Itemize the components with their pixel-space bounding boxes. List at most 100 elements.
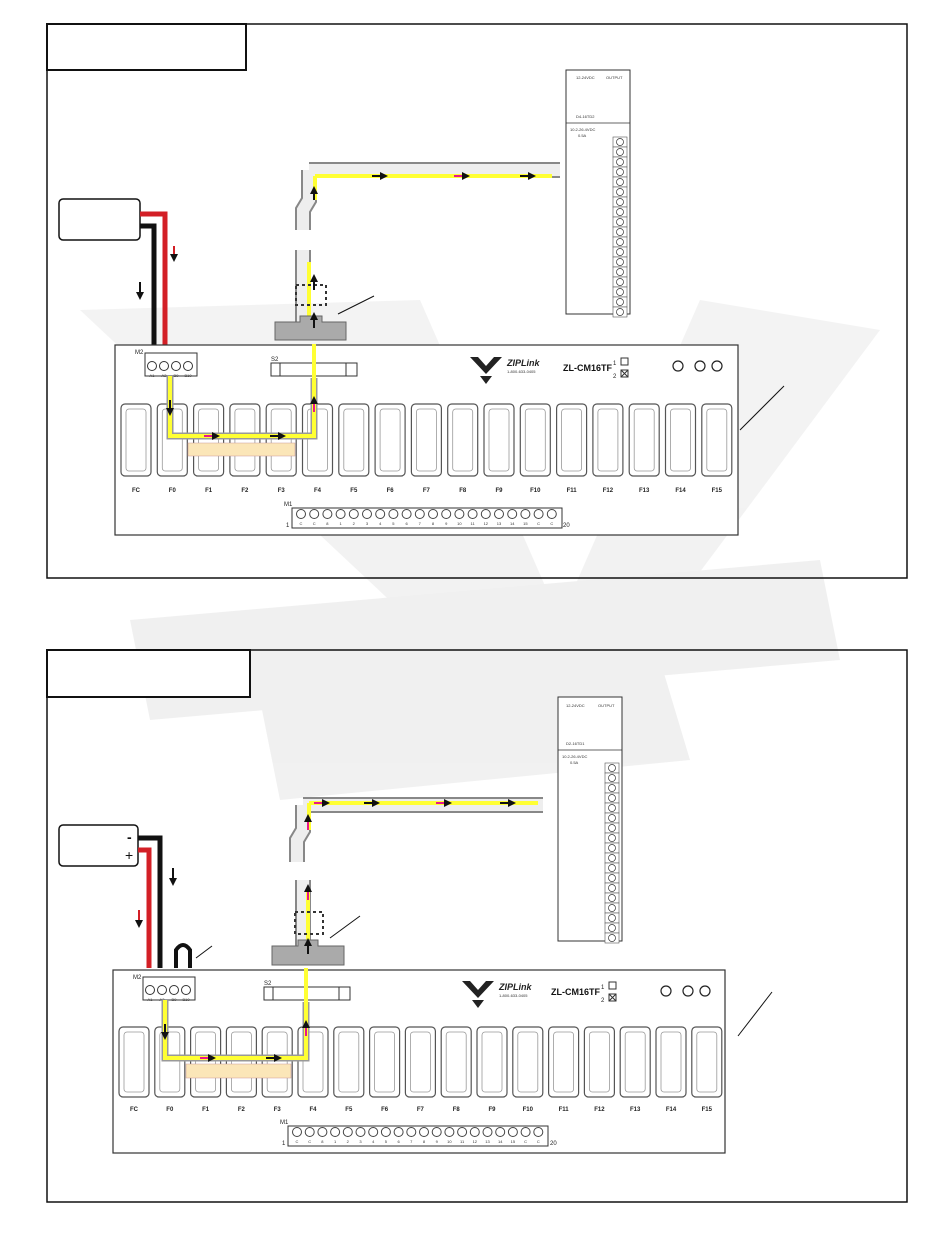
module-screw xyxy=(616,248,624,256)
fuse-holder xyxy=(410,403,442,477)
power-wires xyxy=(135,835,213,968)
connector-pin xyxy=(428,509,438,519)
connector-pin-label: C xyxy=(537,1139,540,1144)
terminal-label: A2 xyxy=(162,373,168,378)
ziplink-cable xyxy=(274,162,560,341)
fuse-label: F8 xyxy=(459,488,467,494)
model-label: ZL-CM16TF xyxy=(551,987,600,997)
jumper-wire xyxy=(174,943,192,968)
fuse-label: F9 xyxy=(488,1107,496,1113)
connector-pin xyxy=(467,509,478,519)
bottom-panel: 12-24VDC OUTPUT D2-16TD1 10.2-26.4VDC 0.… xyxy=(46,649,908,1203)
connector-pin xyxy=(322,509,333,519)
connector-pin-label: 5 xyxy=(392,521,395,526)
fuse-label: F5 xyxy=(345,1107,353,1113)
fuse-holder xyxy=(156,403,188,477)
fuse-label: F3 xyxy=(274,1107,282,1113)
connector-pin-label: C xyxy=(296,1139,299,1144)
connector-pin xyxy=(533,1127,544,1137)
svg-text:1: 1 xyxy=(282,1141,286,1147)
module-current: 0.5A xyxy=(570,760,579,765)
module-screw xyxy=(616,228,624,236)
terminal-label: A1 xyxy=(148,997,154,1002)
ziplink-cable xyxy=(271,797,543,966)
svg-text:1-800-633-0405: 1-800-633-0405 xyxy=(499,993,528,998)
module-screw xyxy=(616,198,624,206)
connector-pin-label: 8 xyxy=(321,1139,324,1144)
connector-pin-label: 12 xyxy=(484,521,489,526)
fuse-holder xyxy=(229,403,261,477)
connector-pin-label: 8 xyxy=(432,521,435,526)
connector-pin-label: 9 xyxy=(445,521,448,526)
top-panel: 12-24VDC OUTPUT D4-16TD2 10.2-26.4VDC 0.… xyxy=(46,23,908,579)
fuse-holder xyxy=(655,1026,687,1098)
connector-pin-label: C xyxy=(550,521,553,526)
fuse-label: F3 xyxy=(278,488,286,494)
module-screw xyxy=(616,178,624,186)
fuse-label: F13 xyxy=(630,1107,641,1113)
module-screw xyxy=(608,884,616,892)
module-header-left: 12-24VDC xyxy=(576,75,595,80)
module-screw xyxy=(608,844,616,852)
connector-pin-label: 6 xyxy=(397,1139,400,1144)
connector-pin-label: 6 xyxy=(405,521,408,526)
brand-logo: ZIPLink 1-800-633-0405 xyxy=(462,981,532,1008)
connector-pin xyxy=(482,1127,493,1137)
power-supply-box xyxy=(58,198,141,241)
fuse-holder xyxy=(519,403,551,477)
module-screw xyxy=(608,854,616,862)
module-name: D4-16TD2 xyxy=(576,114,595,119)
fuse-label: F1 xyxy=(202,1107,210,1113)
fuse-label: F6 xyxy=(381,1107,389,1113)
fuse-holder xyxy=(120,403,152,477)
plc-output-module: 12-24VDC OUTPUT D4-16TD2 10.2-26.4VDC 0.… xyxy=(565,69,631,318)
terminal-label: A2 xyxy=(160,997,166,1002)
fuse-holder xyxy=(483,403,515,477)
terminal-label: B10 xyxy=(182,997,190,1002)
fuse-holder xyxy=(476,1026,508,1098)
terminal-screw xyxy=(181,985,191,995)
fuse-label: F0 xyxy=(169,488,177,494)
connector-pin xyxy=(454,509,465,519)
svg-text:2: 2 xyxy=(613,374,617,380)
connector-pin-label: 13 xyxy=(497,521,502,526)
svg-text:1-800-633-0405: 1-800-633-0405 xyxy=(507,369,536,374)
connector-pin-label: 1 xyxy=(334,1139,337,1144)
connector-pin xyxy=(348,509,359,519)
connector-pin-label: 13 xyxy=(485,1139,490,1144)
cable-connector-plug xyxy=(274,315,347,341)
module-screw xyxy=(608,804,616,812)
connector-pin xyxy=(393,1127,404,1137)
connector-pin xyxy=(520,509,531,519)
svg-text:2: 2 xyxy=(601,998,605,1004)
connector-pin-label: 14 xyxy=(498,1139,503,1144)
connector-pin xyxy=(368,1127,379,1137)
module-screw xyxy=(616,258,624,266)
svg-text:1: 1 xyxy=(601,985,605,991)
fuse-label: F14 xyxy=(675,488,686,494)
connector-pin xyxy=(444,1127,455,1137)
fuse-label: F2 xyxy=(241,488,249,494)
fuse-label: F4 xyxy=(314,488,322,494)
connector-pin xyxy=(520,1127,531,1137)
module-screw xyxy=(616,208,624,216)
svg-text:S2: S2 xyxy=(271,357,279,363)
connector-pin-label: 10 xyxy=(447,1139,452,1144)
connector-pin xyxy=(335,509,346,519)
fuse-holder xyxy=(440,1026,472,1098)
connector-pin-label: 3 xyxy=(366,521,369,526)
connector-pin xyxy=(441,509,452,519)
connector-pin-label: 9 xyxy=(436,1139,439,1144)
fuse-holder xyxy=(404,1026,436,1098)
svg-text:ZIPLink: ZIPLink xyxy=(498,982,532,992)
module-name: D2-16TD1 xyxy=(566,741,585,746)
terminal-screw xyxy=(159,361,169,371)
fuse-holders xyxy=(118,1026,723,1098)
module-screw xyxy=(616,268,624,276)
power-minus-label: - xyxy=(127,829,132,845)
certification-marks xyxy=(660,985,711,997)
svg-text:M1: M1 xyxy=(284,502,293,508)
